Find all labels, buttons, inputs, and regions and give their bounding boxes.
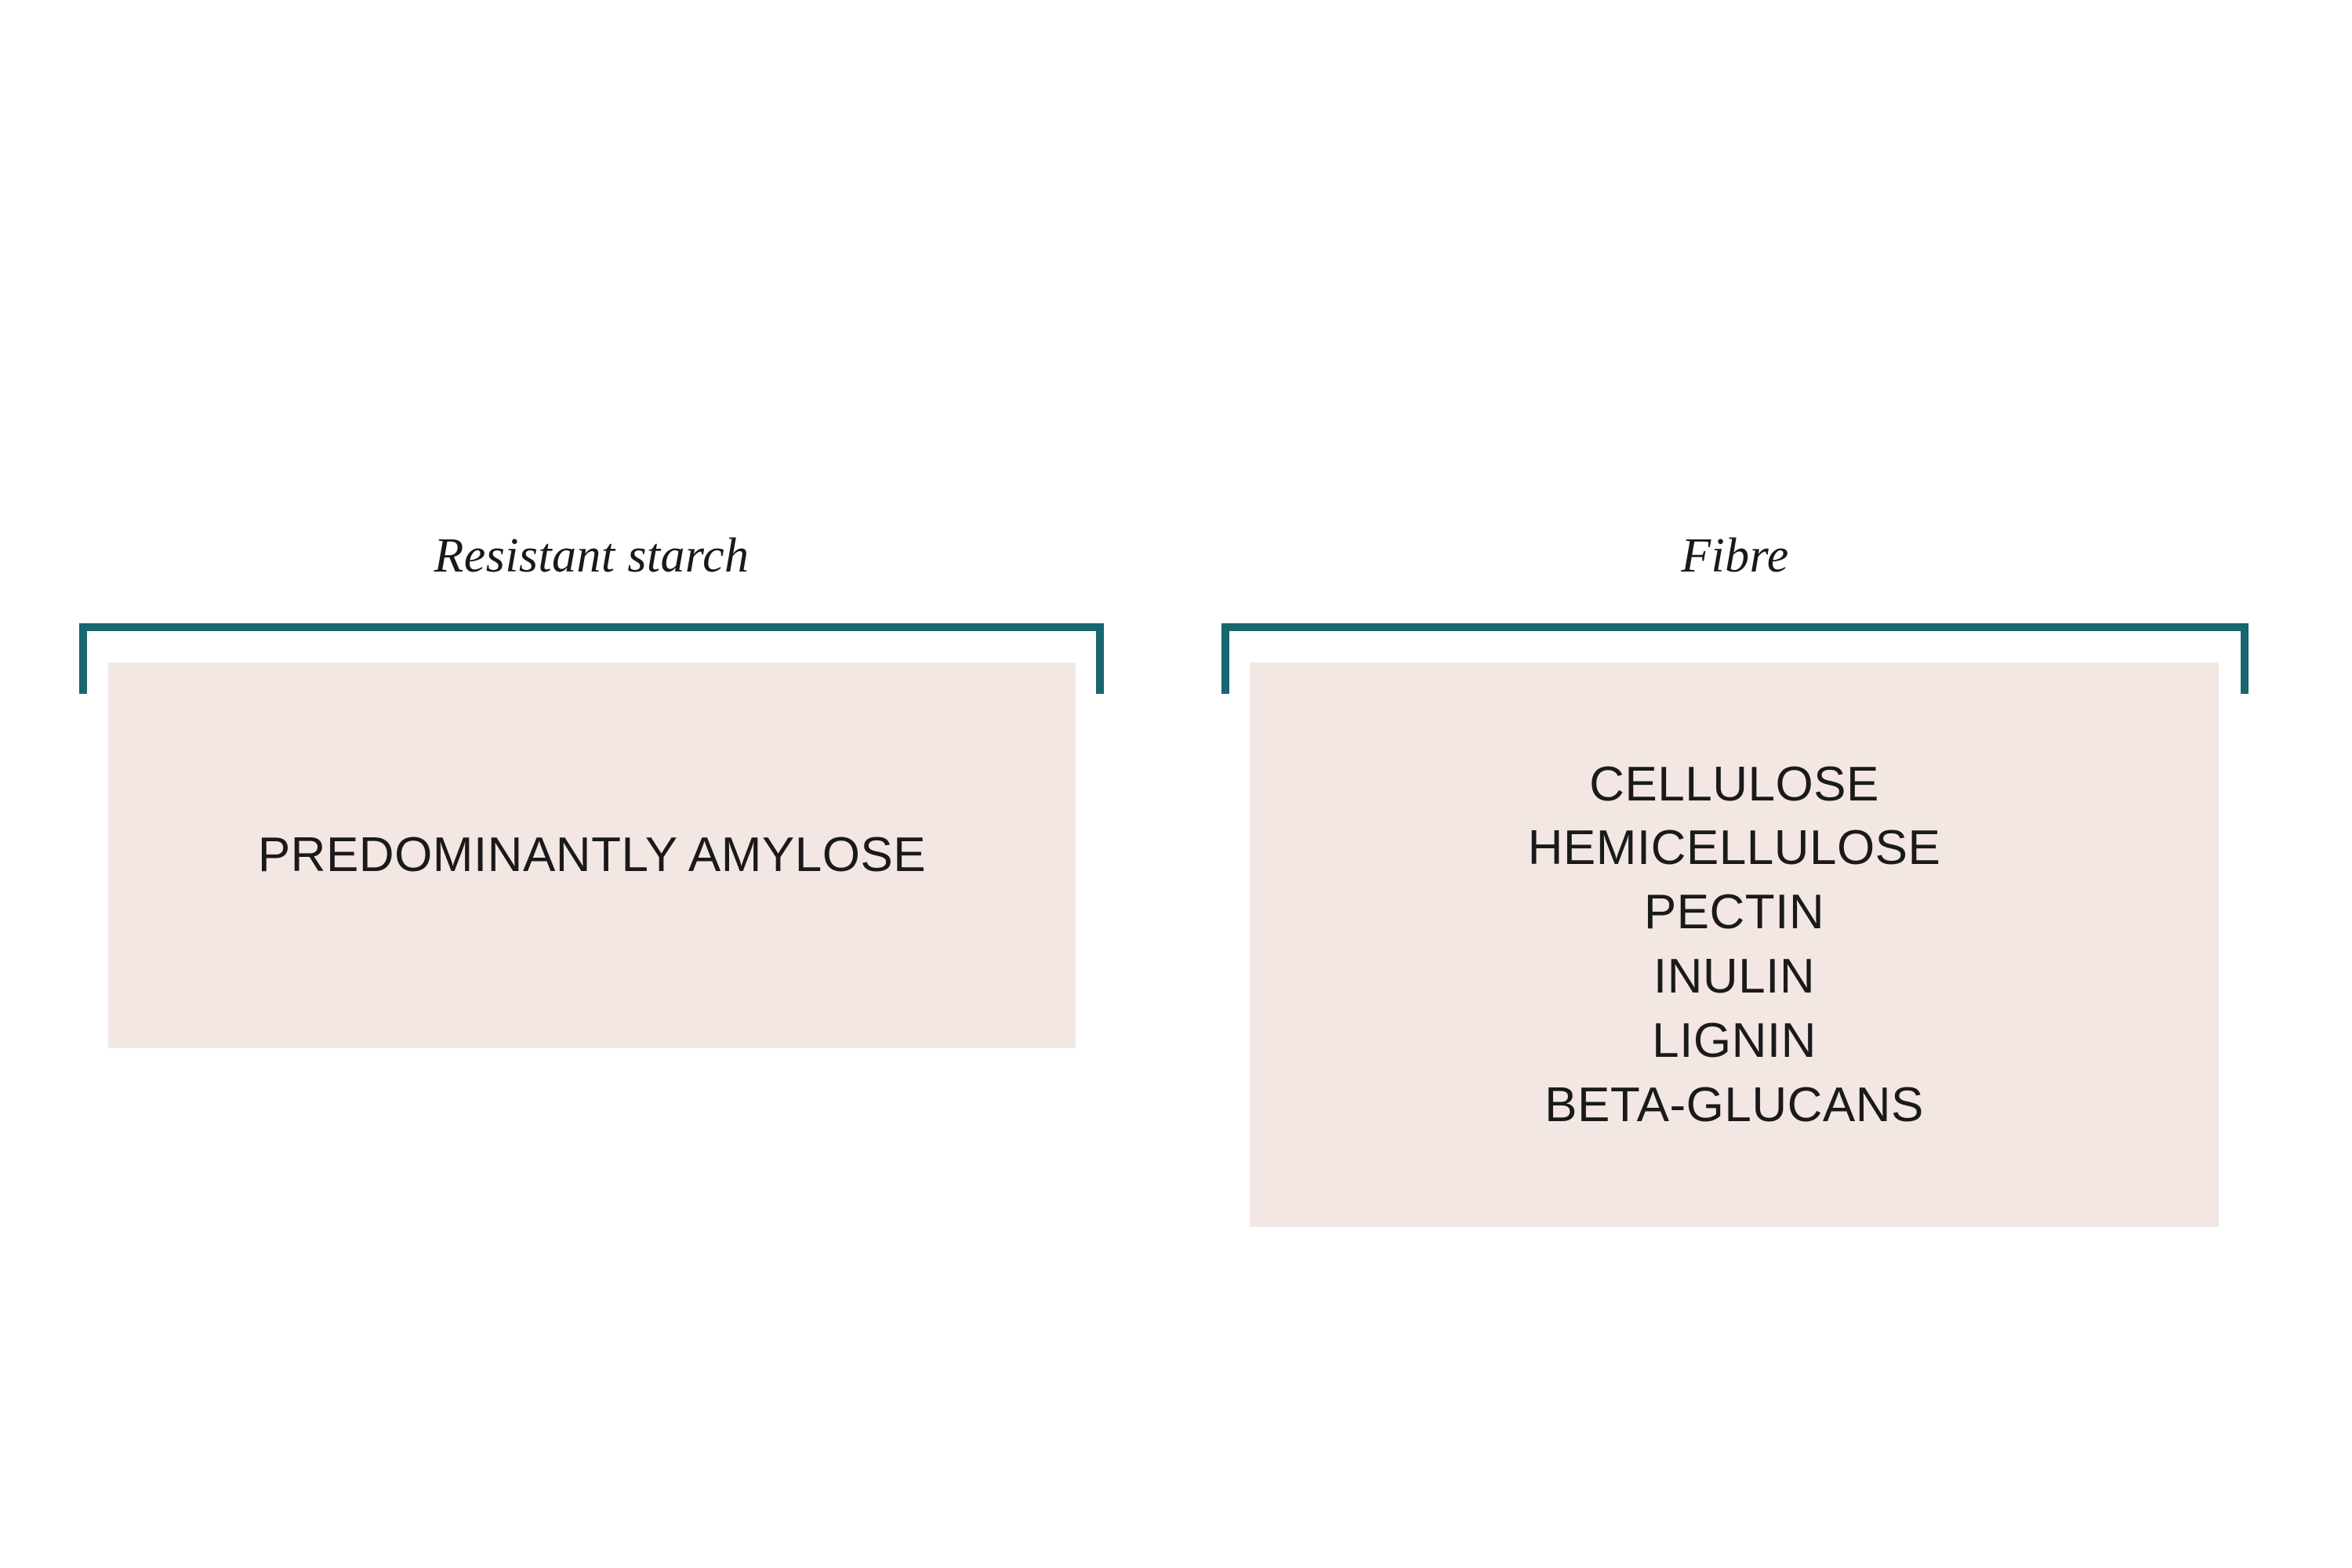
list-item: INULIN [1653, 949, 1816, 1004]
panel-title-resistant-starch: Resistant starch [434, 529, 750, 583]
list-item: BETA-GLUCANS [1544, 1077, 1924, 1132]
content-box-resistant-starch: PREDOMINANTLY AMYLOSE [108, 662, 1076, 1048]
list-item: HEMICELLULOSE [1527, 821, 1941, 876]
list-item: CELLULOSE [1589, 757, 1879, 811]
fibre-list: CELLULOSE HEMICELLULOSE PECTIN INULIN LI… [1528, 753, 1941, 1138]
panel-title-fibre: Fibre [1681, 529, 1789, 583]
list-item: PREDOMINANTLY AMYLOSE [257, 828, 927, 882]
list-item: LIGNIN [1652, 1013, 1817, 1068]
content-box-fibre: CELLULOSE HEMICELLULOSE PECTIN INULIN LI… [1250, 662, 2219, 1227]
list-item: PECTIN [1643, 885, 1825, 940]
